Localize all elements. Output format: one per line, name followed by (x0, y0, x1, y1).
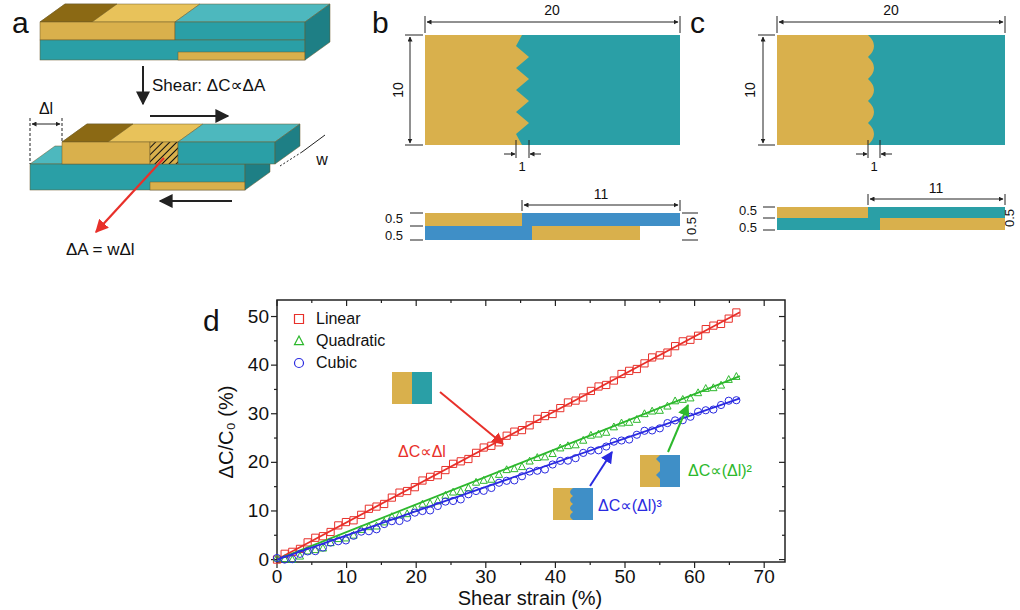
data-series (273, 373, 740, 563)
data-marker (373, 526, 380, 533)
device-sheared (30, 124, 300, 190)
legend-symbol (288, 334, 310, 348)
dimension-label: 0.5 (385, 212, 403, 226)
pointer-arrow (590, 452, 612, 486)
tick-label: 20 (248, 452, 269, 473)
tick-label: 0 (272, 567, 283, 588)
side-view-b (425, 213, 680, 240)
data-marker (342, 537, 349, 544)
dimension-label: 0.5 (1003, 209, 1017, 227)
dimension-label: 11 (929, 181, 944, 196)
dimension-label: 0.5 (739, 221, 757, 235)
inset-icon (392, 372, 432, 404)
tick-label: 20 (406, 567, 427, 588)
data-marker (289, 556, 296, 563)
width-label: w (316, 151, 328, 169)
data-marker (273, 554, 280, 561)
fit-line (277, 376, 740, 559)
tick-label: 30 (248, 403, 269, 424)
side-view-c (777, 207, 1005, 230)
tick-label: 10 (248, 501, 269, 522)
fit-annotation: ΔC∝(Δl)³ (598, 497, 662, 515)
inset-icon (640, 455, 680, 487)
tick-label: 10 (336, 567, 357, 588)
legend-symbol (288, 356, 310, 370)
tick-label: 60 (684, 567, 705, 588)
capacitance-chart (271, 300, 785, 568)
dimension-label: 20 (544, 3, 560, 18)
legend-label: Quadratic (316, 332, 385, 350)
axis-ticks (271, 300, 785, 568)
device-unsheared (40, 4, 330, 60)
legend-label: Cubic (316, 354, 357, 372)
data-marker (289, 556, 296, 563)
legend-entry: Linear (288, 308, 385, 330)
dimension-label: 10 (743, 82, 758, 98)
data-series (273, 397, 740, 564)
tick-label: 30 (475, 567, 496, 588)
tick-label: 50 (248, 306, 269, 327)
dimension-lines-c (758, 16, 1005, 230)
data-series (273, 309, 740, 563)
shear-arrow (142, 66, 144, 104)
legend-entry: Quadratic (288, 330, 385, 352)
tick-label: 40 (248, 355, 269, 376)
dimension-label: 0.5 (739, 204, 757, 218)
shear-label: Shear: ΔC∝ΔA (152, 77, 265, 96)
dimension-label: 0.5 (685, 217, 699, 235)
area-formula: ΔA = wΔl (66, 241, 135, 260)
dimension-label: 20 (883, 3, 899, 18)
tick-label: 40 (545, 567, 566, 588)
dimension-label: 0.5 (385, 229, 403, 243)
tick-label: 50 (614, 567, 635, 588)
legend-label: Linear (316, 310, 360, 328)
panel-letter: a (12, 6, 29, 39)
dimension-lines-b (405, 16, 698, 240)
inset-icon (553, 488, 593, 520)
fit-line (277, 398, 740, 559)
dimension-label: 10 (391, 82, 406, 98)
panel-letter: d (203, 304, 220, 337)
data-marker (312, 548, 319, 555)
pointer-arrow (440, 392, 503, 444)
top-view-b (425, 35, 680, 145)
dimension-label: 1 (518, 160, 525, 174)
legend-symbol (288, 312, 310, 326)
plot-frame (277, 300, 785, 562)
panel-letter: c (690, 6, 705, 39)
dimension-label: 1 (870, 160, 877, 174)
panel-letter: b (372, 6, 389, 39)
tick-label: 70 (754, 567, 775, 588)
pointer-arrow (668, 405, 688, 452)
legend-entry: Cubic (288, 352, 385, 374)
axis-title: ΔC/C₀ (%) (215, 386, 237, 479)
fit-line (277, 312, 740, 559)
displacement-label: Δl (39, 100, 53, 118)
chart-legend: LinearQuadraticCubic (288, 308, 385, 374)
axis-title: Shear strain (%) (458, 587, 603, 609)
dimension-label: 11 (594, 187, 609, 202)
fit-annotation: ΔC∝(Δl)² (688, 462, 752, 480)
shear-indicators (30, 116, 325, 232)
fit-annotation: ΔC∝Δl (398, 443, 446, 461)
top-view-c (777, 35, 1005, 145)
tick-label: 0 (258, 549, 269, 570)
